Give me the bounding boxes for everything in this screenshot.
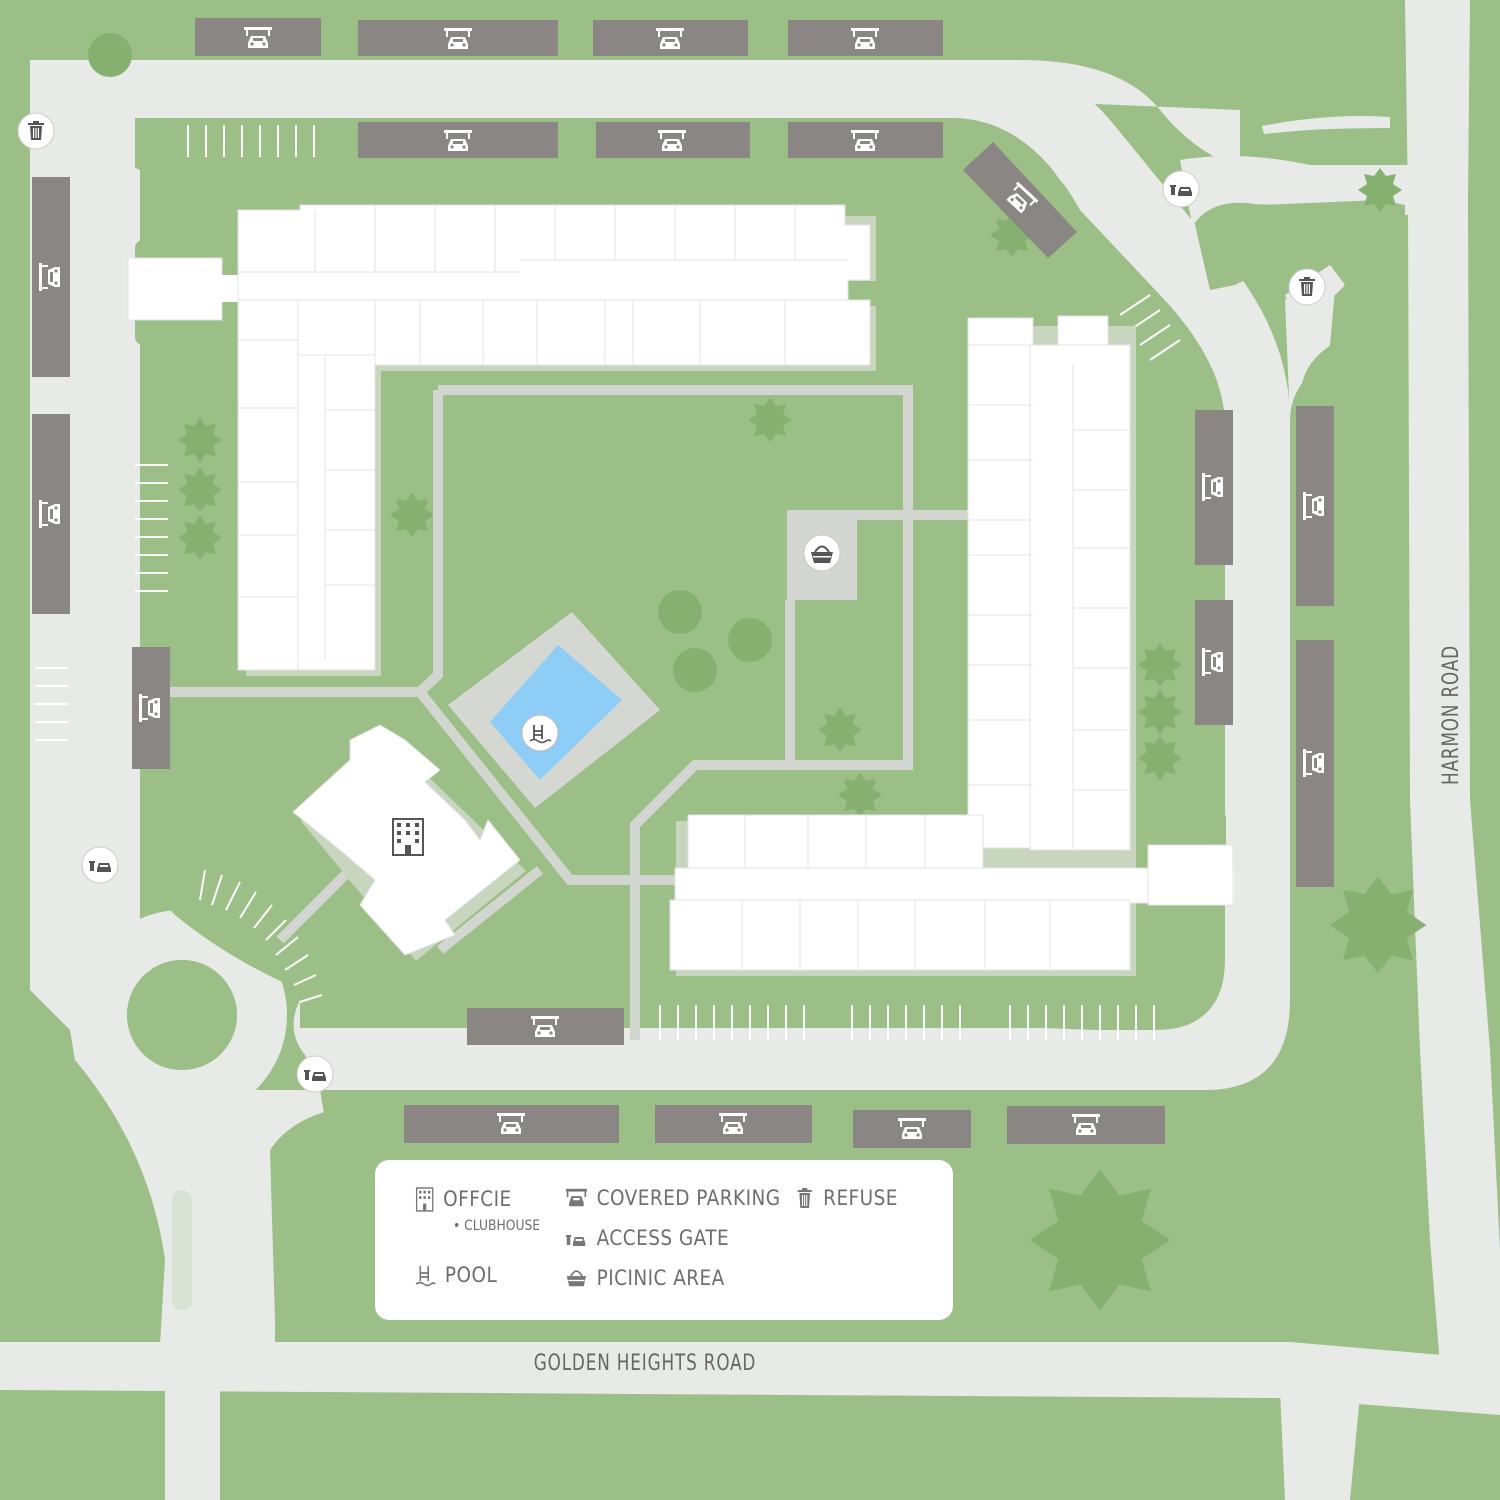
legend-pool: POOL [415, 1263, 497, 1287]
legend-picnic-area: PICINIC AREA [565, 1266, 725, 1290]
covered-parking-icon [565, 1188, 587, 1207]
trash-can-icon [797, 1188, 812, 1208]
legend-access-gate-label: ACCESS GATE [596, 1226, 730, 1250]
legend-clubhouse-sublabel: • CLUBHOUSE [453, 1218, 541, 1234]
legend-covered-parking: COVERED PARKING [565, 1186, 781, 1210]
legend-picnic-area-label: PICINIC AREA [596, 1266, 725, 1290]
office-building-icon [415, 1187, 434, 1212]
pool [490, 645, 622, 780]
pool-area [448, 612, 660, 808]
map-legend: OFFCIE • CLUBHOUSE POOL COVERED PARKING … [375, 1160, 953, 1320]
walkways [168, 385, 975, 1040]
office-clubhouse-building [292, 724, 521, 956]
legend-access-gate: ACCESS GATE [565, 1226, 729, 1250]
picnic-basket-icon [566, 1270, 587, 1287]
office-building-icon [392, 818, 424, 856]
refuse-markers [17, 112, 1326, 306]
legend-refuse: REFUSE [795, 1186, 898, 1210]
access-gate-icon [565, 1235, 586, 1246]
legend-pool-label: POOL [444, 1263, 498, 1287]
legend-office-label: OFFCIE [443, 1187, 512, 1211]
harmon-road [1405, 0, 1500, 1370]
golden-heights-road-label: GOLDEN HEIGHTS ROAD [534, 1350, 756, 1376]
parking-stalls [35, 125, 1181, 1040]
pool-ladder-icon [415, 1266, 436, 1287]
apartment-buildings [127, 204, 1236, 971]
harmon-road-label: HARMON ROAD [1438, 645, 1464, 785]
golden-heights-road [0, 1342, 1500, 1415]
legend-refuse-label: REFUSE [823, 1186, 898, 1210]
legend-office: OFFCIE [415, 1186, 512, 1212]
picnic-marker [803, 534, 841, 572]
pool-ladder-icon [529, 725, 552, 744]
legend-covered-parking-label: COVERED PARKING [596, 1186, 781, 1210]
access-gate-markers [81, 170, 1200, 1093]
